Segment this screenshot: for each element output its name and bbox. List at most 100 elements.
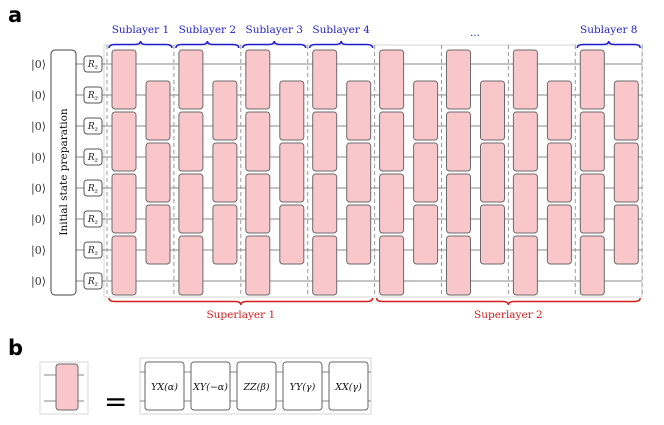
two-qubit-gate [613, 204, 639, 265]
superlayer-brace [375, 297, 641, 306]
two-qubit-gate [111, 235, 137, 296]
decomp-gate [328, 361, 369, 411]
two-qubit-gate [178, 235, 204, 296]
two-qubit-gate [546, 80, 572, 141]
sublayer-label: Sublayer 3 [246, 24, 303, 36]
rz-gate [83, 148, 103, 166]
two-qubit-gate [446, 235, 471, 296]
two-qubit-gate [512, 111, 538, 172]
two-qubit-gate [446, 49, 471, 110]
rz-gate [83, 210, 103, 228]
two-qubit-gate [312, 49, 338, 110]
two-qubit-gate [145, 142, 171, 203]
initial-kets: |0⟩|0⟩|0⟩|0⟩|0⟩|0⟩|0⟩|0⟩ [31, 58, 46, 289]
gate-decomposition: YX(α) XY(−α) ZZ(β) YY(γ) XX(γ) [139, 357, 372, 415]
two-qubit-gate [480, 204, 505, 265]
two-qubit-gate [379, 235, 405, 296]
two-qubit-gate [111, 173, 137, 234]
two-qubit-gate [546, 204, 572, 265]
decomp-gate [190, 361, 231, 411]
two-qubit-gate [312, 111, 338, 172]
two-qubit-gate [579, 235, 605, 296]
ket-zero: |0⟩ [31, 120, 46, 134]
sublayer-brace [108, 40, 173, 49]
rz-gate [83, 241, 103, 259]
two-qubit-gate [279, 204, 305, 265]
superlayer-label: Superlayer 1 [206, 309, 275, 321]
sublayer-brace [308, 40, 374, 49]
two-qubit-gate [512, 49, 538, 110]
rz-label: Rz [87, 91, 99, 102]
two-qubit-gate [145, 80, 171, 141]
rz-gate [83, 117, 103, 135]
two-qubit-gate [245, 173, 271, 234]
decomp-gate-label: YY(γ) [290, 382, 316, 393]
two-qubit-gate [446, 111, 471, 172]
panel-label-a: a [8, 3, 22, 27]
two-qubit-gate [346, 80, 372, 141]
sublayer-label: Sublayer 4 [312, 24, 370, 36]
two-qubit-gate [579, 111, 605, 172]
two-qubit-gates [111, 49, 639, 296]
rz-gate [83, 272, 103, 290]
panel-label-b: b [8, 336, 23, 360]
superlayer-label: Superlayer 2 [474, 309, 543, 321]
sublayer-brace [175, 40, 240, 49]
sublayer-label: Sublayer 1 [112, 24, 169, 36]
two-qubit-gate [245, 111, 271, 172]
decomp-gate-label: ZZ(β) [242, 382, 269, 393]
two-qubit-gate [413, 204, 439, 265]
two-qubit-gate [546, 142, 572, 203]
two-qubit-gate [346, 142, 372, 203]
two-qubit-gate [346, 204, 372, 265]
two-qubit-gate [111, 49, 137, 110]
equals-sign: = [104, 385, 127, 418]
rz-gate [83, 179, 103, 197]
sublayer-brace [242, 40, 307, 49]
two-qubit-gate [245, 235, 271, 296]
rz-label: Rz [87, 246, 99, 257]
decomp-gate [236, 361, 277, 411]
ket-zero: |0⟩ [31, 213, 46, 227]
two-qubit-gate [579, 173, 605, 234]
two-qubit-gate [480, 80, 505, 141]
two-qubit-gate [413, 142, 439, 203]
superlayer-brace [108, 297, 374, 306]
sublayer-braces [108, 40, 641, 49]
panel-b-single-gate [39, 361, 89, 415]
two-qubit-gate [111, 111, 137, 172]
ket-zero: |0⟩ [31, 58, 46, 72]
two-qubit-gate [379, 111, 405, 172]
two-qubit-gate [480, 142, 505, 203]
ket-zero: |0⟩ [31, 89, 46, 103]
two-qubit-gate [178, 49, 204, 110]
ket-zero: |0⟩ [31, 151, 46, 165]
rz-label: Rz [87, 60, 99, 71]
two-qubit-gate [279, 80, 305, 141]
initial-state-block [50, 49, 77, 296]
two-qubit-gate [446, 173, 471, 234]
rz-label: Rz [87, 122, 99, 133]
sublayer-ellipsis: ... [470, 27, 480, 39]
two-qubit-gate [178, 111, 204, 172]
ket-zero: |0⟩ [31, 182, 46, 196]
initial-state-label: Initial state preparation [58, 108, 70, 236]
two-qubit-gate [512, 173, 538, 234]
decomp-gate-label: XY(−α) [192, 382, 228, 393]
two-qubit-gate [312, 173, 338, 234]
two-qubit-gate [212, 204, 238, 265]
decomp-gate-label: YX(α) [151, 382, 178, 393]
rz-label: Rz [87, 184, 99, 195]
two-qubit-gate [279, 142, 305, 203]
decomp-gate-label: XX(γ) [334, 382, 362, 393]
rz-label: Rz [87, 215, 99, 226]
two-qubit-gate [613, 142, 639, 203]
two-qubit-gate [613, 80, 639, 141]
two-qubit-gate [579, 49, 605, 110]
rz-gate [83, 86, 103, 104]
two-qubit-gate [413, 80, 439, 141]
ket-zero: |0⟩ [31, 275, 46, 289]
two-qubit-gate [379, 173, 405, 234]
